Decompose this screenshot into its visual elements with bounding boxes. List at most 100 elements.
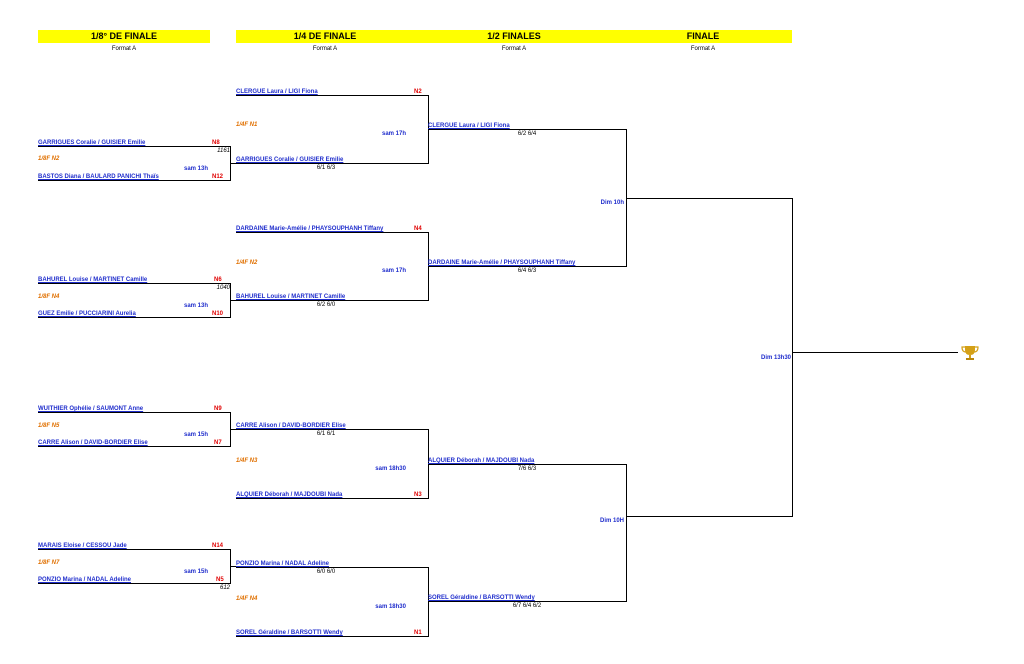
- r16-2-bottom-player[interactable]: CARRE Alison / DAVID-BORDIER Elise: [38, 440, 148, 446]
- final-time: Dim 13h30: [760, 355, 791, 361]
- sf-1-connector: [626, 464, 627, 602]
- qf-2-top-line: [236, 429, 428, 430]
- sf-0-time: Dim 10h: [600, 200, 624, 206]
- round-header-final: FINALE: [614, 30, 792, 43]
- r16-3-bottom-player[interactable]: PONZIO Marina / NADAL Adeline: [38, 577, 132, 583]
- qf-1-match-label: 1/4F N2: [236, 260, 258, 266]
- winner-line: [792, 352, 958, 353]
- sf-1-bottom-player[interactable]: SOREL Géraldine / BARSOTTI Wendy: [428, 595, 535, 601]
- r16-3-points: 612: [219, 585, 230, 591]
- sf-0-top-score: 6/2 6/4: [517, 131, 537, 137]
- qf-3-bottom-line: [236, 636, 428, 637]
- round-header-r16: 1/8° DE FINALE: [38, 30, 210, 43]
- qf-3-bottom-player[interactable]: SOREL Géraldine / BARSOTTI Wendy: [236, 630, 343, 636]
- final-bottom-line: [626, 516, 792, 517]
- round-format-r16: Format A: [111, 46, 137, 52]
- qf-3-connector: [428, 567, 429, 637]
- qf-1-score: 6/2 6/0: [316, 302, 336, 308]
- sf-0-bottom-score: 6/4 6/3: [517, 268, 537, 274]
- r16-1-bottom-seed: N10: [212, 311, 224, 317]
- r16-1-top-seed: N6: [214, 277, 222, 283]
- sf-0-top-line: [428, 129, 626, 130]
- sf-0-bottom-line: [428, 266, 626, 267]
- qf-1-top-seed: N4: [414, 226, 422, 232]
- sf-0-top-player[interactable]: CLERGUE Laura / LIGI Fiona: [428, 123, 510, 129]
- sf-1-top-player[interactable]: ALQUIER Déborah / MAJDOUBI Nada: [428, 458, 535, 464]
- r16-3-bottom-seed: N5: [216, 577, 224, 583]
- r16-2-top-seed: N9: [214, 406, 222, 412]
- sf-1-time: Dim 10H: [599, 518, 624, 524]
- final-top-line: [626, 198, 792, 199]
- r16-2-top-player[interactable]: WUITHIER Ophélie / SAUMONT Anne: [38, 406, 144, 412]
- qf-0-match-label: 1/4F N1: [236, 122, 258, 128]
- r16-3-top-line: [38, 549, 230, 550]
- qf-1-bottom-line: [236, 300, 428, 301]
- qf-0-top-line: [236, 95, 428, 96]
- r16-3-top-player[interactable]: MARAIS Eloise / CESSOU Jade: [38, 543, 127, 549]
- sf-1-bottom-line: [428, 601, 626, 602]
- r16-1-match-label: 1/8F N4: [38, 294, 60, 300]
- qf-1-bottom-player[interactable]: BAHUREL Louise / MARTINET Camille: [236, 294, 346, 300]
- r16-3-stub: [230, 566, 236, 567]
- r16-2-top-line: [38, 412, 230, 413]
- r16-1-bottom-player[interactable]: GUEZ Emilie / PUCCIARINI Aurelia: [38, 311, 136, 317]
- r16-1-top-player[interactable]: BAHUREL Louise / MARTINET Camille: [38, 277, 148, 283]
- qf-1-top-line: [236, 232, 428, 233]
- trophy-icon: [961, 346, 979, 360]
- round-format-qf: Format A: [312, 46, 338, 52]
- r16-0-match-label: 1/8F N2: [38, 156, 60, 162]
- r16-0-bottom-line: [38, 180, 230, 181]
- qf-2-top-player[interactable]: CARRE Alison / DAVID-BORDIER Elise: [236, 423, 346, 429]
- round-header-qf: 1/4 DE FINALE: [236, 30, 414, 43]
- r16-0-time: sam 13h: [183, 166, 208, 172]
- round-format-final: Format A: [690, 46, 716, 52]
- r16-1-top-line: [38, 283, 230, 284]
- r16-0-top-line: [38, 146, 230, 147]
- qf-0-bottom-line: [236, 163, 428, 164]
- qf-0-bottom-player[interactable]: GARRIGUES Coralie / GUISIER Emilie: [236, 157, 344, 163]
- qf-0-top-seed: N2: [414, 89, 422, 95]
- sf-1-bottom-score: 6/7 6/4 6/2: [512, 603, 542, 609]
- final-connector: [792, 198, 793, 517]
- qf-0-score: 6/1 6/3: [316, 165, 336, 171]
- r16-1-bottom-line: [38, 317, 230, 318]
- r16-2-stub: [230, 429, 236, 430]
- sf-0-bottom-player[interactable]: DARDAINE Marie-Amélie / PHAYSOUPHANH Tif…: [428, 260, 576, 266]
- qf-3-bottom-seed: N1: [414, 630, 422, 636]
- round-header-sf: 1/2 FINALES: [414, 30, 614, 43]
- qf-2-bottom-player[interactable]: ALQUIER Déborah / MAJDOUBI Nada: [236, 492, 343, 498]
- r16-3-time: sam 15h: [183, 569, 208, 575]
- qf-2-bottom-seed: N3: [414, 492, 422, 498]
- sf-1-top-score: 7/6 6/3: [517, 466, 537, 472]
- round-format-sf: Format A: [501, 46, 527, 52]
- qf-3-top-line: [236, 567, 428, 568]
- qf-2-time: sam 18h30: [375, 466, 406, 472]
- r16-1-points: 1040: [216, 285, 230, 291]
- r16-0-top-seed: N8: [212, 140, 220, 146]
- qf-1-top-player[interactable]: DARDAINE Marie-Amélie / PHAYSOUPHANH Tif…: [236, 226, 384, 232]
- r16-1-time: sam 13h: [183, 303, 208, 309]
- r16-0-points: 1161: [217, 148, 230, 154]
- r16-3-bottom-line: [38, 583, 230, 584]
- r16-0-top-player[interactable]: GARRIGUES Coralie / GUISIER Emilie: [38, 140, 146, 146]
- r16-0-bottom-player[interactable]: BASTOS Diana / BAULARD PANICHI Thaïs: [38, 174, 159, 180]
- r16-0-stub: [230, 163, 236, 164]
- qf-3-time: sam 18h30: [375, 604, 406, 610]
- qf-3-score: 6/0 6/0: [316, 569, 336, 575]
- qf-2-match-label: 1/4F N3: [236, 458, 258, 464]
- qf-0-top-player[interactable]: CLERGUE Laura / LIGI Fiona: [236, 89, 318, 95]
- qf-0-time: sam 17h: [381, 131, 406, 137]
- r16-2-bottom-line: [38, 446, 230, 447]
- r16-2-bottom-seed: N7: [214, 440, 222, 446]
- r16-3-match-label: 1/8F N7: [38, 560, 60, 566]
- qf-2-bottom-line: [236, 498, 428, 499]
- r16-0-bottom-seed: N12: [212, 174, 224, 180]
- sf-1-top-line: [428, 464, 626, 465]
- qf-3-top-player[interactable]: PONZIO Marina / NADAL Adeline: [236, 561, 330, 567]
- r16-1-stub: [230, 300, 236, 301]
- r16-2-time: sam 15h: [183, 432, 208, 438]
- qf-3-match-label: 1/4F N4: [236, 596, 258, 602]
- r16-3-top-seed: N14: [212, 543, 224, 549]
- qf-2-score: 6/1 6/1: [316, 431, 336, 437]
